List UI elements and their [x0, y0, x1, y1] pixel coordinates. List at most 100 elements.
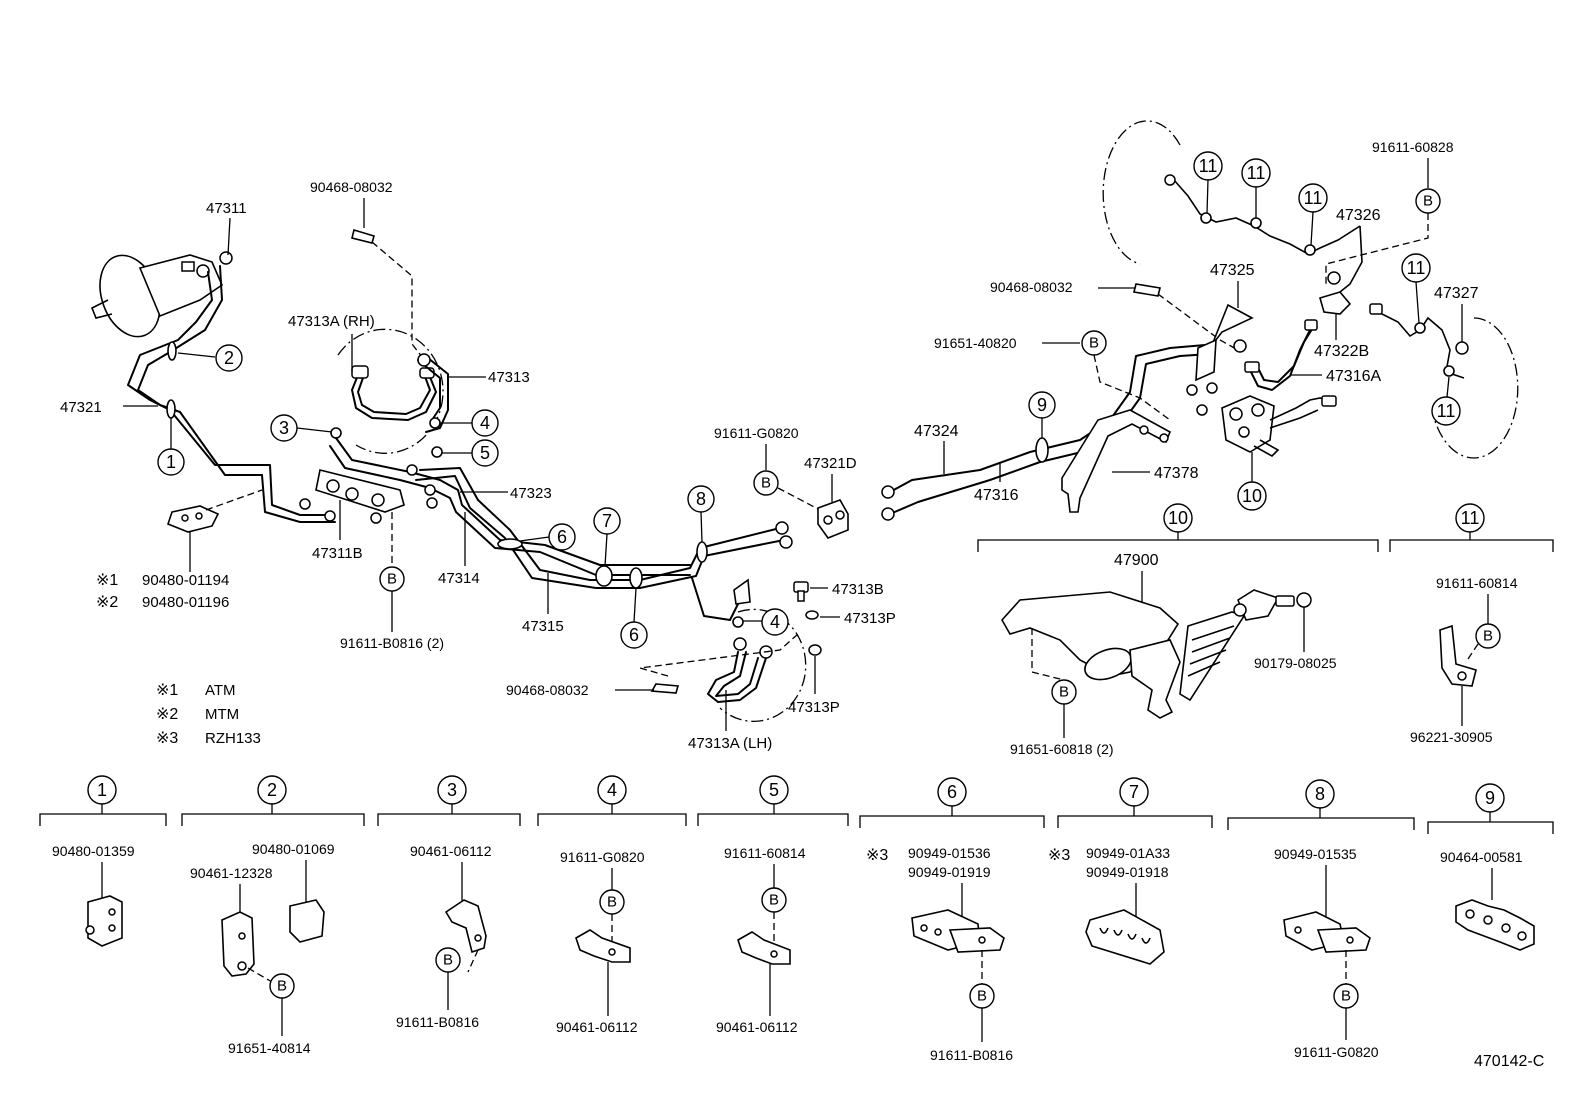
part-91611-60814-a: 91611-60814: [1436, 575, 1518, 591]
part-90468-08032-b: 90468-08032: [506, 682, 589, 698]
note-mark-1: ※1: [96, 572, 118, 589]
part-47311b: 47311B: [312, 545, 363, 562]
group-7-part-2: 90949-01918: [1086, 864, 1169, 880]
group-2-part-1: 90480-01069: [252, 841, 335, 857]
part-47326: 47326: [1336, 207, 1381, 224]
callout-9-a: 9: [1037, 395, 1047, 415]
part-47324: 47324: [914, 423, 959, 440]
center-brake-lines: [329, 437, 793, 589]
callout-b-5: B: [1059, 684, 1069, 701]
part-47313p-b: 47313P: [788, 699, 840, 716]
part-91651-60818-2: 91651-60818 (2): [1010, 741, 1114, 757]
callout-b-4: B: [1423, 193, 1433, 210]
valve-47900-assembly: [1001, 589, 1312, 719]
legend-mark-2: ※2: [156, 706, 178, 723]
callout-6-b: 6: [629, 625, 639, 645]
callout-b-1: B: [387, 571, 397, 588]
group-4-number: 4: [607, 780, 617, 800]
group-5-number: 5: [769, 780, 779, 800]
legend-text-3: RZH133: [205, 730, 261, 747]
group-8-part-2: 91611-G0820: [1294, 1044, 1379, 1060]
group-8-part-1: 90949-01535: [1274, 846, 1357, 862]
group-1-number: 1: [97, 780, 107, 800]
group-7-number: 7: [1129, 782, 1139, 802]
legend-text-2: MTM: [205, 706, 239, 723]
part-90179-08025: 90179-08025: [1254, 655, 1337, 671]
part-47323: 47323: [510, 485, 552, 502]
note-mark-2: ※2: [96, 594, 118, 611]
callout-b-3: B: [1089, 335, 1099, 352]
clamp-90480-01359: [85, 895, 123, 947]
group-7-part-1: 90949-01A33: [1086, 845, 1170, 861]
group-6-part-1: 90949-01536: [908, 845, 991, 861]
part-47378: 47378: [1154, 465, 1199, 482]
group-3-b: B: [443, 952, 453, 969]
group-9-part-1: 90464-00581: [1440, 849, 1523, 865]
group-2-part-3: 91651-40814: [228, 1040, 311, 1056]
master-cylinder-assembly: [90, 251, 233, 338]
part-47321d: 47321D: [804, 455, 857, 472]
callout-2: 2: [224, 348, 234, 368]
callout-5-upper: 5: [480, 443, 490, 463]
diagram-code: 470142-C: [1474, 1053, 1544, 1070]
part-96221-30905: 96221-30905: [1410, 729, 1493, 745]
callout-11-e: 11: [1437, 401, 1456, 421]
bracket-47311b: [299, 469, 405, 524]
group-2-part-2: 90461-12328: [190, 865, 273, 881]
callout-b-2: B: [761, 475, 771, 492]
part-47322b: 47322B: [1314, 343, 1369, 360]
part-90480-01196: 90480-01196: [142, 594, 229, 611]
part-90468-08032-c: 90468-08032: [990, 279, 1073, 295]
callout-7-a: 7: [602, 511, 612, 531]
callout-11-d: 11: [1407, 258, 1426, 278]
part-47316a: 47316A: [1326, 368, 1381, 385]
group-3-part-2: 91611-B0816: [396, 1014, 479, 1030]
legend-mark-1: ※1: [156, 682, 178, 699]
part-47315: 47315: [522, 618, 564, 635]
part-91651-40820: 91651-40820: [934, 335, 1017, 351]
part-47311: 47311: [206, 200, 247, 217]
part-90480-01194: 90480-01194: [142, 572, 229, 589]
part-91611-b0816-2: 91611-B0816 (2): [340, 635, 444, 651]
group-6-part-3: 91611-B0816: [930, 1047, 1013, 1063]
part-47321: 47321: [60, 399, 102, 416]
group-4-part-1: 91611-G0820: [560, 849, 645, 865]
clamp-47321d: [817, 499, 849, 539]
part-47313: 47313: [488, 369, 530, 386]
group-1-part-1: 90480-01359: [52, 843, 135, 859]
callout-4-lh: 4: [770, 612, 780, 632]
part-90468-08032-a: 90468-08032: [310, 179, 393, 195]
callout-11-c: 11: [1304, 188, 1323, 208]
clamp-90949-01536: [911, 909, 1005, 953]
part-47313a-rh: 47313A (RH): [288, 313, 375, 330]
group-6-mark: ※3: [866, 847, 888, 864]
callout-b-6: B: [1483, 628, 1493, 645]
callout-10-a: 10: [1242, 486, 1262, 506]
load-sensing-valve: [1221, 395, 1337, 457]
clamp-90480: [167, 505, 220, 533]
part-91611-g0820-a: 91611-G0820: [714, 425, 799, 441]
callout-11-b: 11: [1247, 163, 1266, 183]
group-5-part-1: 91611-60814: [724, 845, 806, 861]
callout-1: 1: [166, 452, 176, 472]
callout-11-a: 11: [1199, 156, 1218, 176]
clamp-90949-01a33: [1085, 909, 1165, 965]
group-6-part-2: 90949-01919: [908, 864, 991, 880]
group-5-part-2: 90461-06112: [716, 1019, 798, 1035]
clamp-90949-01535: [1283, 911, 1371, 953]
callout-3: 3: [279, 418, 289, 438]
clamp-90464-00581: [1455, 899, 1535, 951]
group-7-mark: ※3: [1048, 847, 1070, 864]
part-47314: 47314: [438, 570, 480, 587]
part-91611-60828: 91611-60828: [1372, 139, 1454, 155]
group-3-number: 3: [447, 780, 457, 800]
callout-10-group: 10: [1168, 508, 1188, 528]
legend-mark-3: ※3: [156, 730, 178, 747]
group-8-b: B: [1341, 988, 1351, 1005]
group-6-number: 6: [947, 782, 957, 802]
group-3-part-1: 90461-06112: [410, 843, 492, 859]
part-47313p-a: 47313P: [844, 610, 896, 627]
callout-11-group: 11: [1461, 508, 1480, 528]
bracket-47378: [1061, 409, 1172, 513]
group-2-b: B: [277, 978, 287, 995]
